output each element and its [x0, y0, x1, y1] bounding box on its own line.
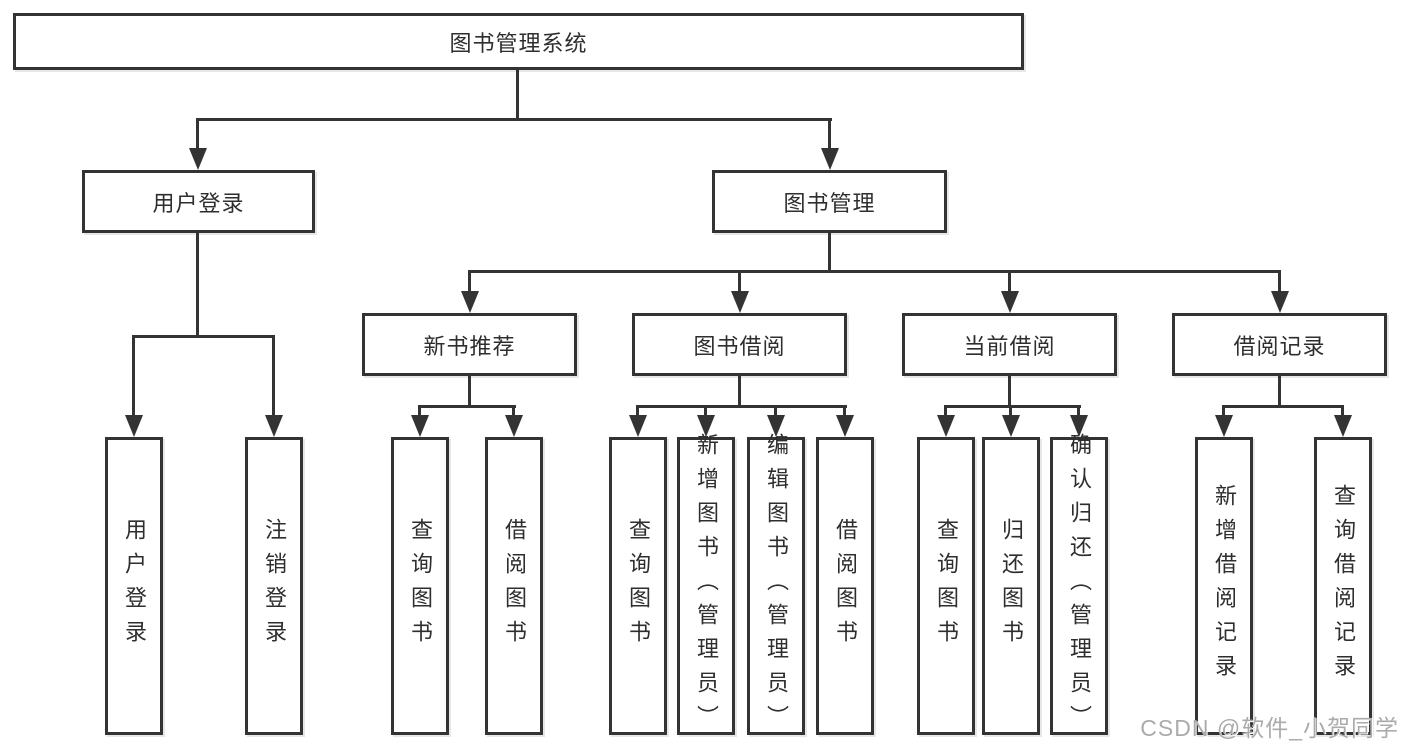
connector-vline — [418, 405, 421, 417]
connector-vline — [738, 270, 741, 293]
connector-hline — [468, 270, 1281, 273]
node-label: 图书借阅 — [693, 333, 786, 359]
connector-hline — [196, 118, 832, 121]
leaf-query-books-current: 查询图书 — [917, 437, 975, 735]
connector-vline — [738, 376, 741, 407]
connector-vline — [944, 405, 947, 417]
leaf-query-books-borrow: 查询图书 — [609, 437, 667, 735]
arrow-down-icon — [937, 415, 955, 437]
node-label: 新书推荐 — [423, 333, 516, 359]
node-new-book-recommend: 新书推荐 — [362, 313, 577, 376]
connector-vline — [1008, 270, 1011, 293]
arrow-down-icon — [265, 415, 283, 437]
connector-hline — [132, 335, 274, 338]
connector-vline — [512, 405, 515, 417]
leaf-label: 归还图书 — [999, 518, 1024, 654]
arrow-down-icon — [1334, 415, 1352, 437]
connector-vline — [272, 335, 275, 417]
leaf-label: 注销登录 — [262, 518, 287, 654]
arrow-down-icon — [767, 415, 785, 437]
leaf-label: 编辑图书（管理员） — [764, 433, 789, 739]
leaf-label: 用户登录 — [122, 518, 147, 654]
leaf-label: 新增图书（管理员） — [694, 433, 719, 739]
connector-vline — [1008, 376, 1011, 407]
leaf-query-borrow-record: 查询借阅记录 — [1314, 437, 1372, 735]
connector-vline — [196, 233, 199, 335]
leaf-label: 查询图书 — [934, 518, 959, 654]
arrow-down-icon — [411, 415, 429, 437]
arrow-down-icon — [461, 291, 479, 313]
connector-vline — [1341, 405, 1344, 417]
node-label: 用户登录 — [152, 190, 245, 216]
leaf-confirm-return-admin: 确认归还（管理员） — [1050, 433, 1108, 739]
connector-hline — [636, 405, 847, 408]
leaf-label: 确认归还（管理员） — [1067, 433, 1092, 739]
arrow-down-icon — [731, 291, 749, 313]
arrow-down-icon — [1215, 415, 1233, 437]
connector-vline — [468, 376, 471, 407]
node-current-borrow: 当前借阅 — [902, 313, 1117, 376]
connector-vline — [636, 405, 639, 417]
node-book-management: 图书管理 — [712, 170, 947, 233]
connector-vline — [132, 335, 135, 417]
leaf-label: 查询图书 — [626, 518, 651, 654]
connector-vline — [843, 405, 846, 417]
leaf-query-books-recommend: 查询图书 — [391, 437, 449, 735]
node-user-login: 用户登录 — [82, 170, 315, 233]
connector-vline — [468, 270, 471, 293]
arrow-down-icon — [505, 415, 523, 437]
arrow-down-icon — [836, 415, 854, 437]
arrow-down-icon — [629, 415, 647, 437]
leaf-label: 借阅图书 — [833, 518, 858, 654]
node-label: 当前借阅 — [963, 333, 1056, 359]
connector-hline — [418, 405, 516, 408]
leaf-add-book-admin: 新增图书（管理员） — [677, 433, 735, 739]
node-label: 借阅记录 — [1233, 333, 1326, 359]
leaf-label: 新增借阅记录 — [1212, 484, 1237, 688]
connector-vline — [196, 118, 199, 150]
node-library-system: 图书管理系统 — [13, 13, 1024, 70]
connector-vline — [1278, 270, 1281, 293]
arrow-down-icon — [697, 415, 715, 437]
leaf-borrow-books: 借阅图书 — [816, 437, 874, 735]
connector-vline — [1278, 376, 1281, 407]
arrow-down-icon — [1070, 415, 1088, 437]
leaf-label: 查询图书 — [408, 518, 433, 654]
leaf-borrow-books-recommend: 借阅图书 — [485, 437, 543, 735]
leaf-add-borrow-record: 新增借阅记录 — [1195, 437, 1253, 735]
node-label: 图书管理系统 — [449, 30, 588, 56]
connector-vline — [516, 69, 519, 118]
arrow-down-icon — [1002, 415, 1020, 437]
connector-vline — [1077, 405, 1080, 417]
connector-vline — [774, 405, 777, 417]
leaf-label: 借阅图书 — [502, 518, 527, 654]
connector-vline — [704, 405, 707, 417]
leaf-return-books: 归还图书 — [982, 437, 1040, 735]
arrow-down-icon — [125, 415, 143, 437]
leaf-logout: 注销登录 — [245, 437, 303, 735]
connector-hline — [944, 405, 1081, 408]
arrow-down-icon — [1271, 291, 1289, 313]
connector-hline — [1222, 405, 1343, 408]
connector-vline — [828, 118, 831, 150]
arrow-down-icon — [189, 148, 207, 170]
node-book-borrow: 图书借阅 — [632, 313, 847, 376]
arrow-down-icon — [1001, 291, 1019, 313]
leaf-user-login: 用户登录 — [105, 437, 163, 735]
arrow-down-icon — [821, 148, 839, 170]
node-label: 图书管理 — [783, 190, 876, 216]
leaf-edit-book-admin: 编辑图书（管理员） — [747, 433, 805, 739]
connector-vline — [1009, 405, 1012, 417]
node-borrow-records: 借阅记录 — [1172, 313, 1387, 376]
leaf-label: 查询借阅记录 — [1331, 484, 1356, 688]
watermark: CSDN @软件_小贺同学 — [1140, 715, 1399, 741]
connector-vline — [1222, 405, 1225, 417]
connector-vline — [828, 233, 831, 272]
